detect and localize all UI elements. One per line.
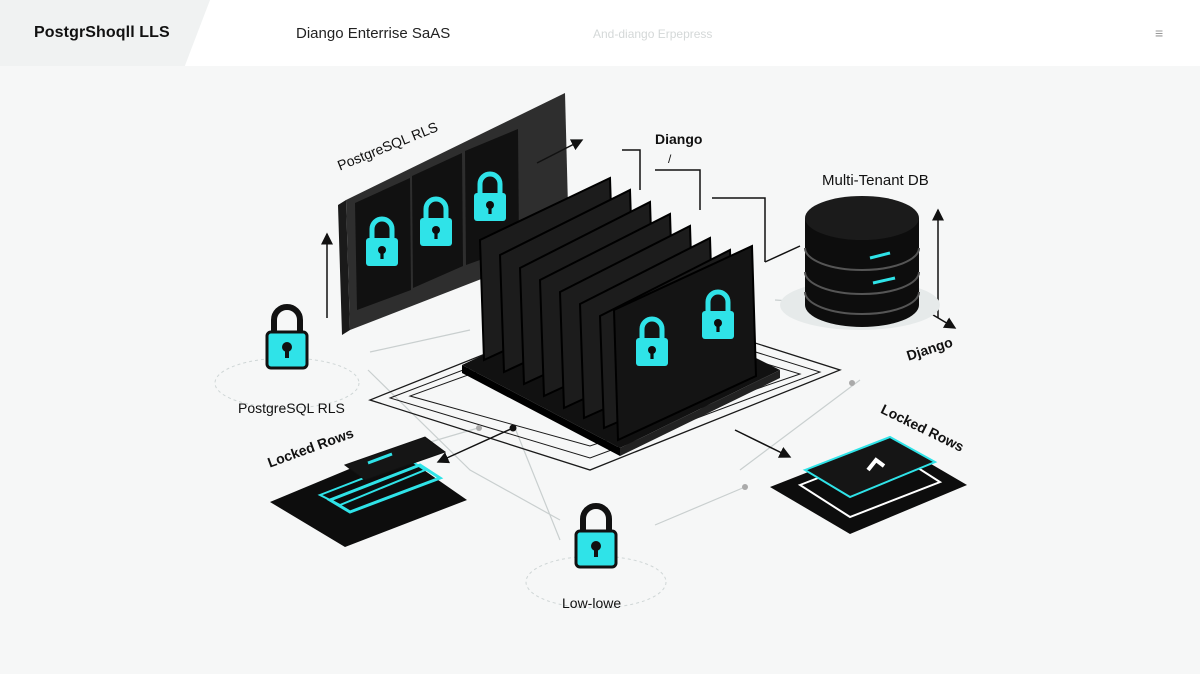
top-bar: PostgrShoqll LLS Diango Enterrise SaAS A… — [0, 0, 1200, 66]
nav-title[interactable]: Diango Enterrise SaAS — [296, 25, 451, 42]
label-django-tick: / — [668, 152, 672, 166]
hamburger-icon[interactable]: ≡ — [1155, 25, 1164, 41]
locked-rows-tile-left — [270, 436, 467, 547]
brand-title[interactable]: PostgrShoqll LLS — [34, 24, 170, 41]
label-bottom-lock: Low-lowe — [562, 595, 622, 611]
arrow-icon — [734, 429, 792, 458]
database-icon — [780, 196, 940, 330]
padlock-icon — [267, 307, 307, 368]
bracket-lines — [622, 149, 801, 263]
rls-panel — [338, 93, 569, 335]
label-rls-left: PostgreSQL RLS — [238, 400, 345, 416]
server-stack — [462, 176, 780, 456]
lock-base-ring — [525, 555, 667, 609]
label-django-top: Diango — [655, 131, 703, 147]
nav-faded-link[interactable]: And-diango Erpepress — [593, 27, 713, 41]
brand-tab — [0, 0, 210, 66]
locked-rows-tile-right — [770, 435, 967, 534]
label-multi-tenant-db: Multi-Tenant DB — [822, 172, 929, 189]
arrow-icon — [536, 139, 584, 164]
padlock-icon — [576, 506, 616, 567]
arrow-icon — [436, 427, 514, 464]
